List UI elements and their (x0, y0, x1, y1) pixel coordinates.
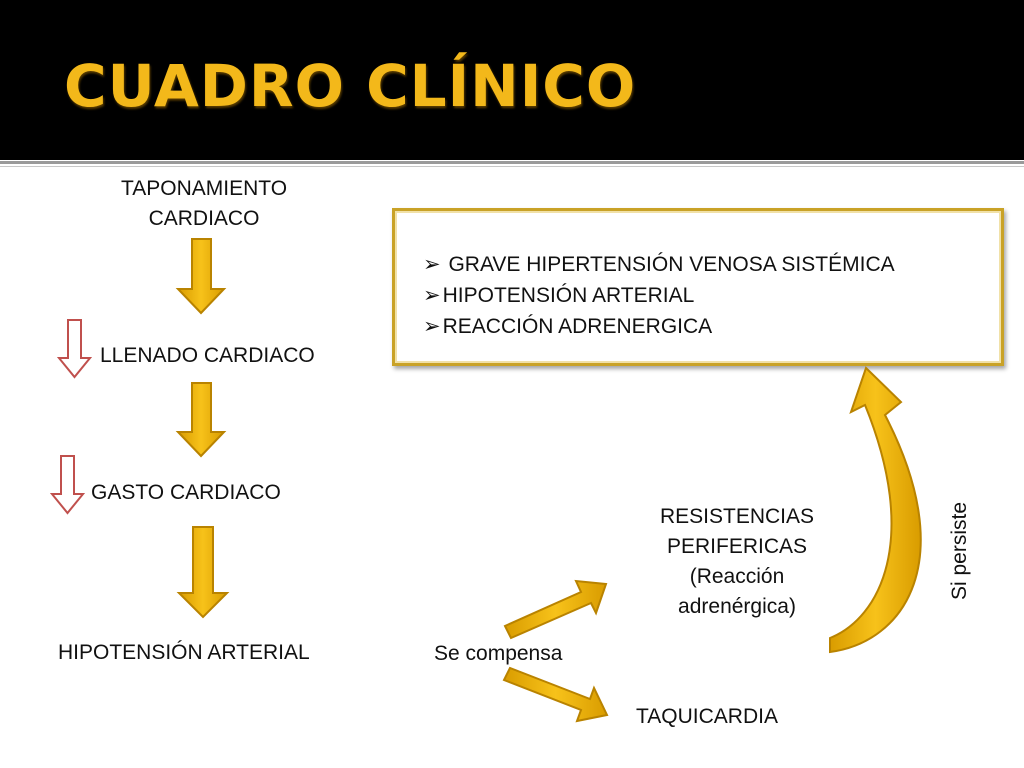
decrease-arrow-icon (49, 455, 86, 515)
down-arrow-icon (176, 526, 230, 619)
bullet-arrow-icon: ➢ (423, 253, 441, 276)
consequence-item: ➢ GRAVE HIPERTENSIÓN VENOSA SISTÉMICA (423, 253, 895, 276)
consequence-item: ➢HIPOTENSIÓN ARTERIAL (423, 284, 695, 307)
label-taponamiento-cardiaco: TAPONAMIENTO CARDIACO (120, 177, 288, 230)
decrease-arrow-icon (56, 319, 93, 379)
consequence-item: ➢REACCIÓN ADRENERGICA (423, 315, 713, 338)
bullet-arrow-icon: ➢ (423, 315, 441, 338)
curved-arrow-icon (829, 366, 922, 654)
label-se-compensa: Se compensa (434, 642, 563, 665)
down-arrow-icon (175, 382, 227, 458)
header-divider-thin (0, 166, 1024, 167)
down-arrow-icon (175, 238, 227, 315)
diagonal-arrow-up-icon (503, 579, 608, 640)
diagonal-arrow-down-icon (502, 666, 609, 723)
consequences-box: ➢ GRAVE HIPERTENSIÓN VENOSA SISTÉMICA ➢H… (392, 208, 1004, 366)
consequences-list: ➢ GRAVE HIPERTENSIÓN VENOSA SISTÉMICA ➢H… (423, 249, 895, 342)
bullet-arrow-icon: ➢ (423, 284, 441, 307)
header-bar (0, 0, 1024, 160)
label-taquicardia: TAQUICARDIA (636, 705, 778, 728)
label-resistencias-perifericas: RESISTENCIAS PERIFERICAS (Reacción adren… (659, 505, 815, 618)
slide-title: CUADRO CLÍNICO (64, 52, 637, 120)
label-llenado-cardiaco: LLENADO CARDIACO (100, 344, 315, 367)
label-gasto-cardiaco: GASTO CARDIACO (91, 481, 281, 504)
label-hipotension-arterial: HIPOTENSIÓN ARTERIAL (58, 641, 310, 664)
header-divider (0, 161, 1024, 164)
